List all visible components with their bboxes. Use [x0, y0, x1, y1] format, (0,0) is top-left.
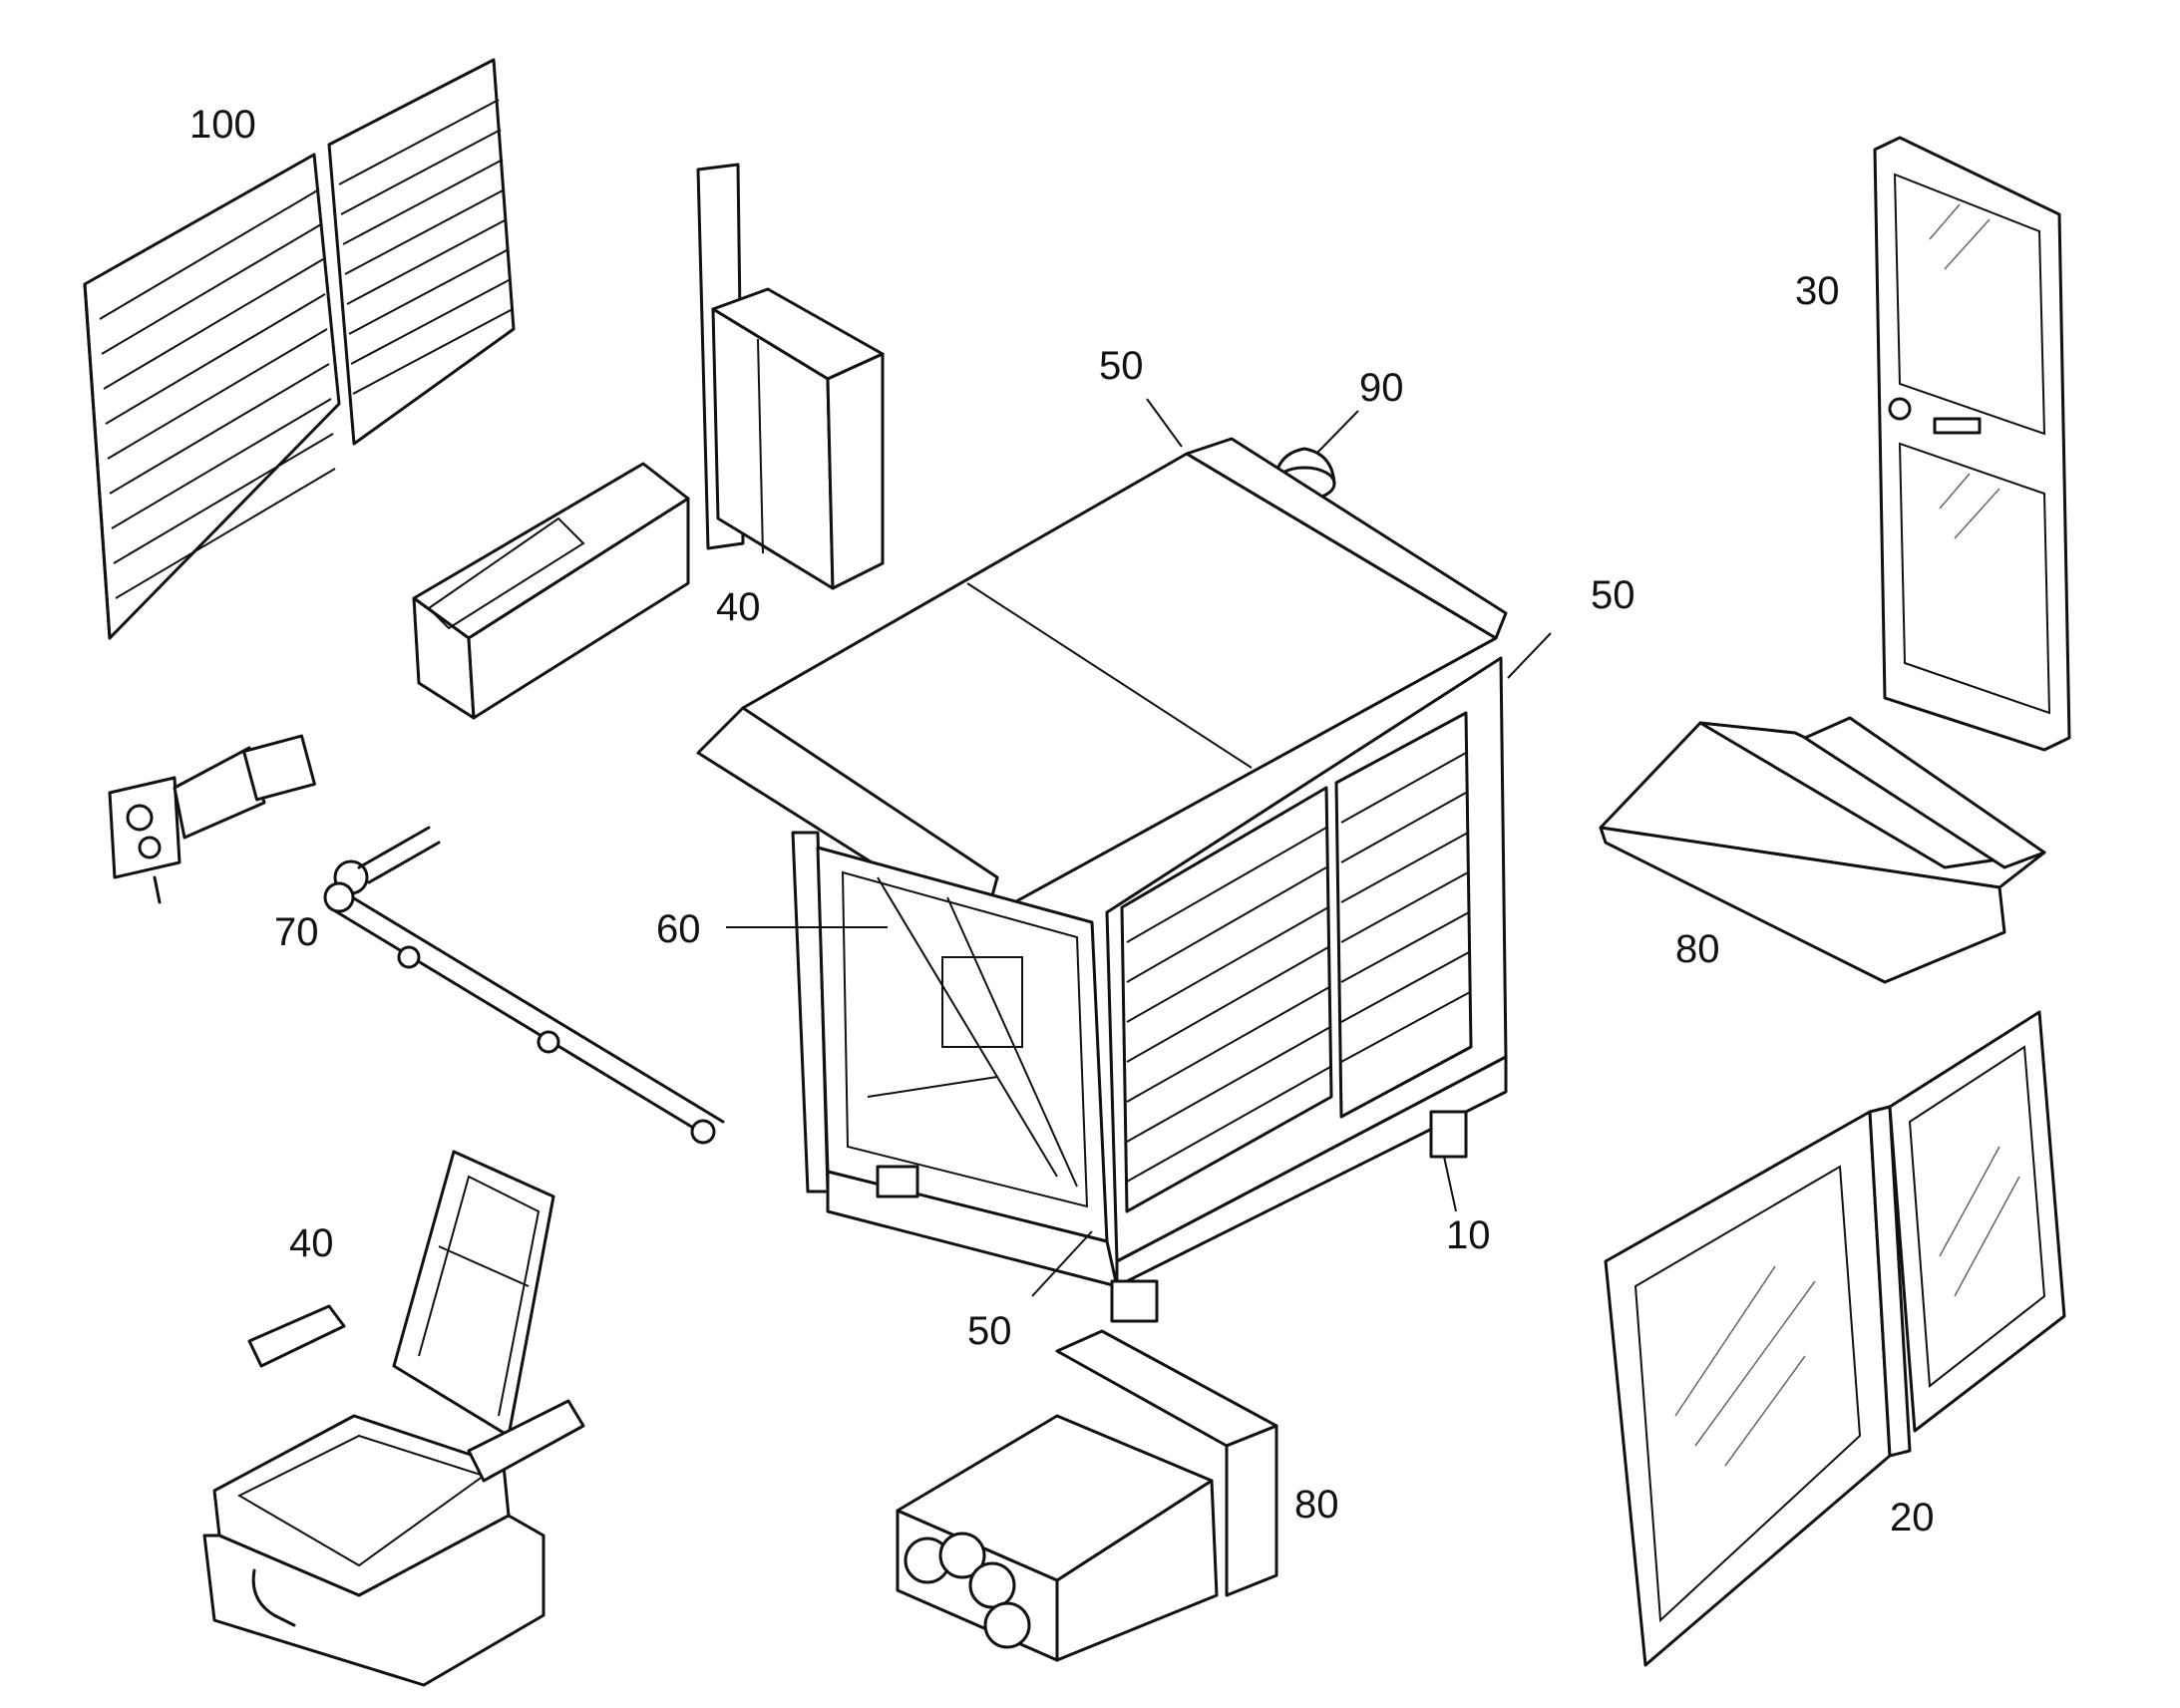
callout-cab-base: 10 [1446, 1213, 1491, 1257]
ac-unit-bottom-part [896, 1329, 1278, 1662]
leader-cab-base [1443, 1156, 1457, 1212]
leader-roof-side [1507, 632, 1552, 679]
leader-roof-front [1146, 398, 1183, 448]
callout-side-door: 20 [1890, 1496, 1935, 1539]
mount-bracket-part [108, 734, 316, 904]
callout-ac-unit-right: 80 [1675, 927, 1720, 971]
electrical-box-part [696, 163, 885, 590]
cab-body-part [696, 437, 1508, 1323]
callout-electrical-box: 40 [716, 585, 761, 629]
callout-wiper-arm: 60 [656, 907, 701, 951]
pipe-assembly-part [323, 826, 725, 1145]
callout-seat: 40 [289, 1221, 334, 1265]
shutter-panels-part [83, 58, 516, 640]
callout-roof-side: 50 [1591, 573, 1635, 617]
callout-beacon: 90 [1359, 366, 1404, 410]
callout-rear-door: 30 [1795, 269, 1840, 313]
callout-pipe-assembly: 70 [274, 910, 319, 954]
callout-roof-front: 50 [1099, 344, 1144, 388]
rear-door-part [1873, 136, 2071, 752]
control-box-part [412, 462, 690, 720]
ac-unit-right-part [1599, 716, 2046, 984]
callout-ac-unit-bottom: 80 [1294, 1483, 1339, 1527]
callout-frame-bottom: 50 [967, 1309, 1012, 1353]
side-door-part [1604, 1010, 2066, 1667]
seat-part [202, 1150, 585, 1687]
leader-frame-bottom [1031, 1230, 1093, 1297]
callout-shutter-panels: 100 [189, 103, 256, 147]
